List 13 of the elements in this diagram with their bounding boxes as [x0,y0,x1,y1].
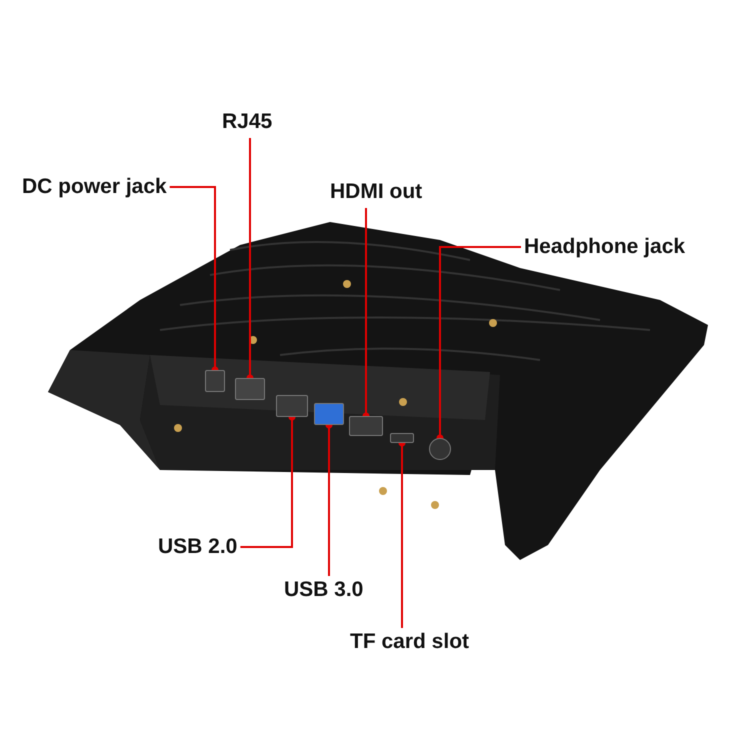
callout-label: HDMI out [330,180,422,204]
callout-label: Headphone jack [524,235,686,259]
power-jack [205,370,225,392]
hdmi-port [349,416,383,436]
callout-label: TF card slot [350,630,470,654]
card-slot [390,433,414,443]
callout-label: RJ45 [222,110,272,134]
ethernet-port [235,378,265,400]
usb-port [276,395,308,417]
callout-label: DC power jack [22,175,167,199]
usb-port [314,403,344,425]
callout-label: USB 2.0 [158,535,238,559]
callout-label: USB 3.0 [284,578,364,602]
